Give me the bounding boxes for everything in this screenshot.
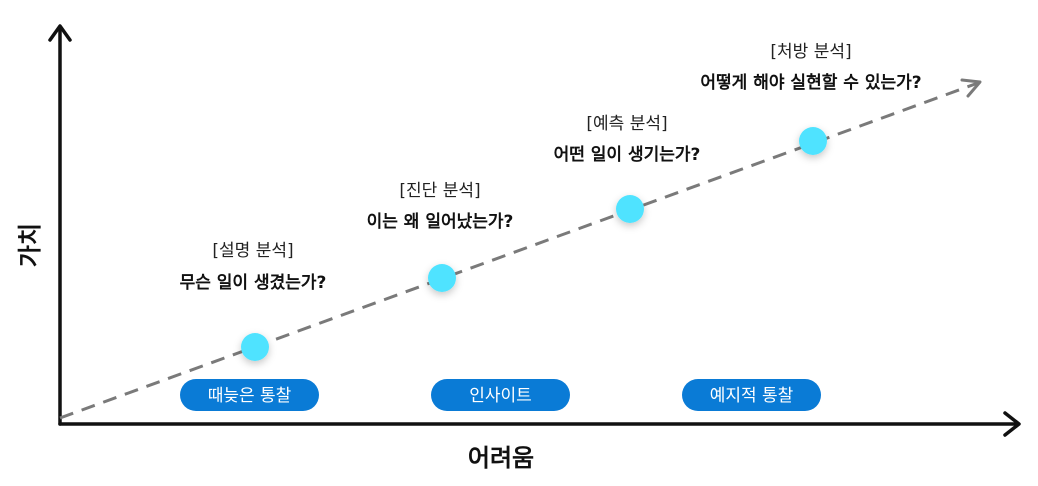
axes bbox=[48, 24, 1021, 437]
category-pill-bg bbox=[431, 379, 570, 411]
y-axis-title: 가치 bbox=[16, 223, 44, 267]
category-pill-insight: 인사이트 bbox=[431, 379, 570, 411]
stage-name: [예측 분석] bbox=[586, 114, 667, 134]
trend-line bbox=[59, 81, 979, 420]
stage-question: 무슨 일이 생겼는가? bbox=[180, 273, 327, 293]
stage-label-descriptive: [설명 분석] 무슨 일이 생겼는가? bbox=[180, 241, 327, 293]
stage-question: 어떤 일이 생기는가? bbox=[554, 145, 701, 165]
x-axis-arrowhead bbox=[1003, 411, 1021, 437]
category-pill-bg bbox=[180, 379, 319, 411]
stage-label-prescriptive: [처방 분석] 어떻게 해야 실현할 수 있는가? bbox=[700, 42, 921, 93]
trend-line-arrowhead bbox=[960, 78, 982, 98]
stage-question: 이는 왜 일어났는가? bbox=[367, 212, 514, 232]
category-pill-foresight: 예지적 통찰 bbox=[682, 379, 821, 411]
stage-name: [처방 분석] bbox=[770, 42, 851, 62]
stage-question: 어떻게 해야 실현할 수 있는가? bbox=[700, 72, 921, 93]
stage-dot-prescriptive bbox=[799, 127, 827, 155]
stage-label-diagnostic: [진단 분석] 이는 왜 일어났는가? bbox=[367, 181, 514, 232]
stage-name: [진단 분석] bbox=[399, 181, 480, 201]
y-axis-arrowhead bbox=[48, 24, 72, 42]
stage-dot-diagnostic bbox=[428, 264, 456, 292]
category-pill-label: 때늦은 통찰 bbox=[208, 386, 292, 406]
stage-label-predictive: [예측 분석] 어떤 일이 생기는가? bbox=[554, 114, 701, 165]
category-pill-bg bbox=[682, 379, 821, 411]
x-axis-title: 어려움 bbox=[468, 444, 534, 472]
stage-dots bbox=[241, 127, 827, 361]
category-pill-label: 인사이트 bbox=[469, 386, 532, 406]
stage-dot-descriptive bbox=[241, 333, 269, 361]
category-pill-hindsight: 때늦은 통찰 bbox=[180, 379, 319, 411]
stage-dot-predictive bbox=[616, 195, 644, 223]
category-pill-label: 예지적 통찰 bbox=[710, 386, 794, 406]
stage-name: [설명 분석] bbox=[212, 241, 293, 261]
